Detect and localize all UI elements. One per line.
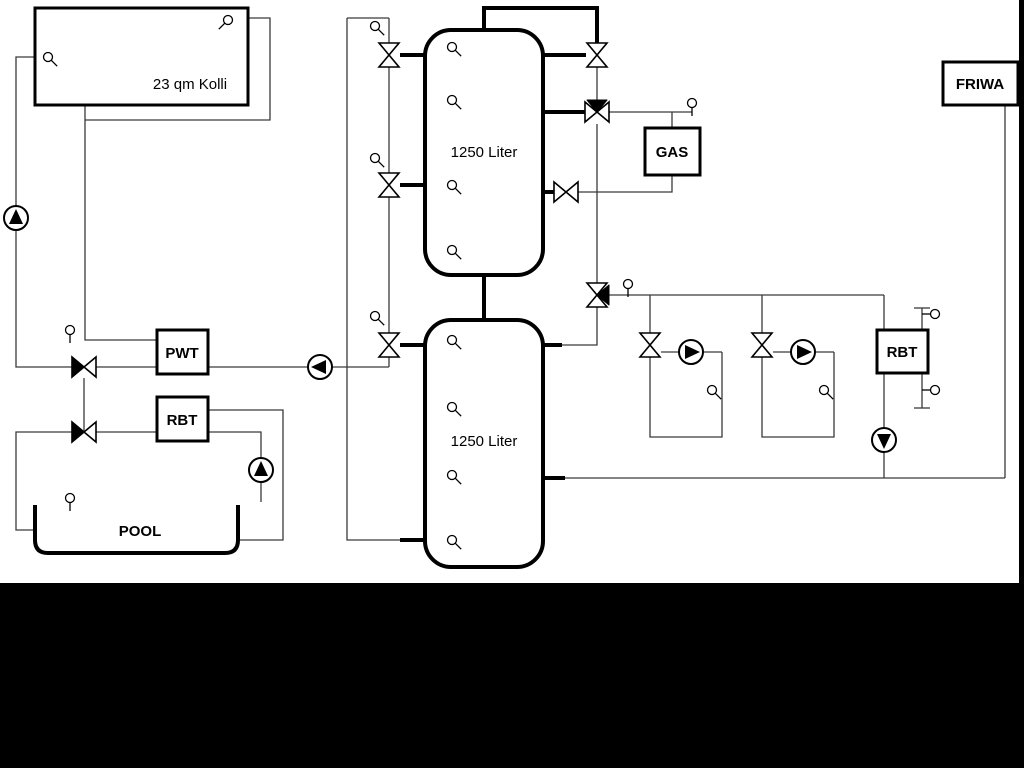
buffer-tank-2-label: 1250 Liter (451, 433, 518, 450)
buffer-tank-2 (423, 318, 545, 569)
pump-icon (678, 339, 704, 365)
rbt-left-label: RBT (167, 412, 198, 429)
pipes-thin (15, 17, 1006, 541)
bottom-black-bar (0, 583, 1024, 768)
pump-icon (307, 354, 333, 380)
friwa-box (941, 60, 1020, 107)
gas-boiler-label: GAS (656, 144, 689, 161)
pump-icon (790, 339, 816, 365)
valves (71, 42, 773, 443)
solar-collector-label: 23 qm Kolli (153, 76, 227, 93)
valve-filled-port (71, 356, 85, 378)
buffer-tank-1-label: 1250 Liter (451, 144, 518, 161)
rbt-left-box (155, 395, 210, 443)
pool-label: POOL (119, 523, 162, 540)
buffer-tank-1 (423, 28, 545, 277)
pwt-heat-exchanger-box (155, 328, 210, 376)
pwt-label: PWT (165, 345, 198, 362)
pool-basin (33, 505, 240, 555)
right-black-edge (1019, 0, 1024, 768)
equipment-boxes: 23 qm Kolli 1250 Liter 1250 Liter GAS FR… (33, 6, 1020, 569)
solar-collector-box (33, 6, 250, 107)
gas-boiler-box (643, 126, 702, 177)
pump-icon (248, 457, 274, 483)
valve-filled-port (586, 99, 608, 113)
pipes-thick (400, 6, 599, 542)
rbt-right-box (875, 328, 930, 375)
valve-filled-port (71, 421, 85, 443)
friwa-label: FRIWA (956, 76, 1004, 93)
pump-icon (3, 205, 29, 231)
rbt-right-label: RBT (887, 344, 918, 361)
pump-icon (871, 427, 897, 453)
valve-filled-port (596, 284, 610, 306)
